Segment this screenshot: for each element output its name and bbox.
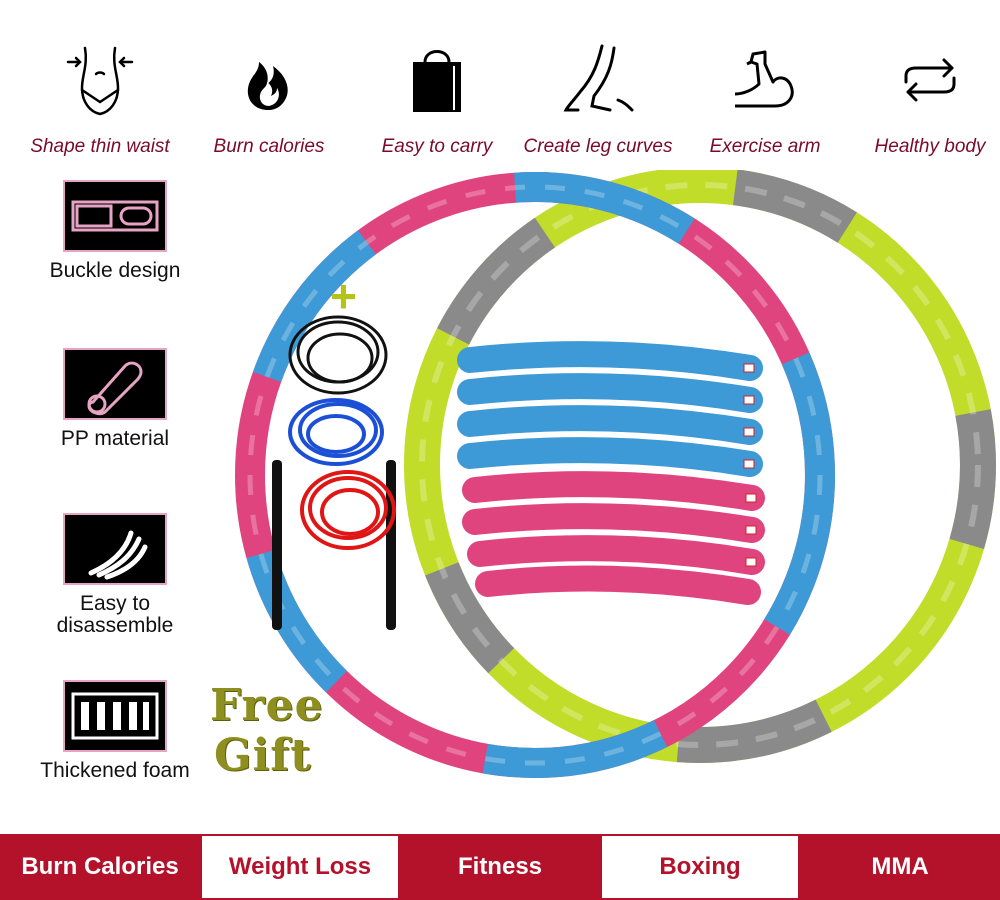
tag-burn-calories: Burn Calories [0, 834, 200, 900]
feature-label: Burn calories [213, 136, 325, 157]
side-feature-label: Thickened foam [40, 759, 190, 782]
disassemble-icon [63, 513, 167, 585]
feature-label: Healthy body [874, 136, 986, 157]
side-feature-pp-material: PP material [20, 348, 210, 450]
free-gift-line2: Gift [214, 730, 312, 781]
tag-mma: MMA [800, 834, 1000, 900]
lime-gray-hoop [404, 170, 996, 763]
feature-shape-waist: Shape thin waist [15, 40, 185, 170]
buckle-icon [63, 180, 167, 252]
tag-fitness: Fitness [400, 834, 600, 900]
plus-sign: + [330, 270, 357, 322]
hoop-segments [457, 341, 765, 605]
flame-icon [247, 62, 288, 110]
feature-leg-curves: Create leg curves [513, 40, 683, 170]
feature-label: Create leg curves [523, 136, 673, 157]
feature-label: Easy to carry [381, 136, 493, 157]
feature-label: Shape thin waist [30, 136, 170, 157]
side-feature-label: Easy to disassemble [56, 592, 174, 637]
cycle-arrows-icon [904, 58, 956, 102]
blue-pink-hoop [235, 172, 835, 778]
tag-weight-loss: Weight Loss [200, 834, 400, 900]
feature-burn-calories: Burn calories [184, 40, 354, 170]
feature-label: Exercise arm [709, 136, 821, 157]
feature-exercise-arm: Exercise arm [680, 40, 850, 170]
leg-icon [563, 44, 634, 112]
side-feature-label: Buckle design [49, 259, 181, 282]
side-feature-foam: Thickened foam [20, 680, 210, 782]
feature-healthy-body: Healthy body [845, 40, 1000, 170]
bag-icon [413, 50, 461, 112]
waist-icon [66, 46, 134, 116]
hula-hoops-illustration [235, 170, 996, 778]
free-gift-line1: Free [210, 680, 324, 731]
tag-bar: Burn Calories Weight Loss Fitness Boxing… [0, 834, 1000, 900]
foam-icon [63, 680, 167, 752]
side-feature-buckle: Buckle design [20, 180, 210, 282]
feature-easy-carry: Easy to carry [352, 40, 522, 170]
jump-ropes [272, 315, 396, 630]
pp-material-icon [63, 348, 167, 420]
tag-boxing: Boxing [600, 834, 800, 900]
arm-icon [734, 50, 794, 108]
side-feature-disassemble: Easy to disassemble [20, 513, 210, 637]
side-feature-label: PP material [60, 427, 170, 450]
